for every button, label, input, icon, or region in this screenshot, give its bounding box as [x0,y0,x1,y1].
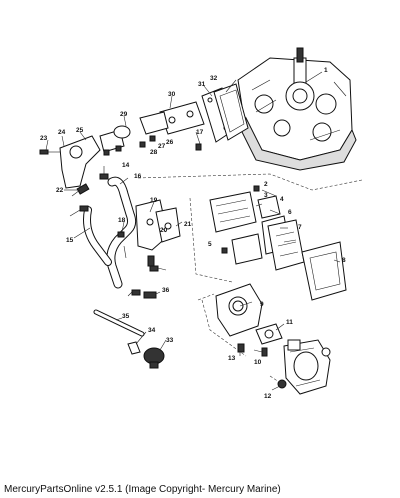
copyright-footer: MercuryPartsOnline v2.5.1 (Image Copyrig… [4,484,281,495]
callout-9: 9 [260,301,264,308]
callout-24: 24 [58,129,66,136]
hose-clamps-14 [79,173,159,296]
callout-32: 32 [210,75,218,82]
hose-15 [83,206,112,266]
plate-assembly-30 [139,101,205,135]
sensor-22 [71,183,90,197]
mounting-bracket [117,199,181,267]
fuel-filter-33 [143,347,165,369]
callout-31: 31 [198,81,206,88]
callout-16: 16 [134,173,142,180]
callout-23: 23 [40,135,48,142]
callout-19: 19 [150,197,158,204]
callout-2: 2 [264,181,268,188]
callout-11: 11 [286,319,293,326]
exploded-parts-diagram: 1 2 3 4 5 6 7 8 9 10 11 12 13 14 15 16 1… [39,47,363,400]
callout-30: 30 [168,91,176,98]
fuel-line-35 [93,309,145,337]
fitting-36 [143,291,157,299]
thermostat-housing [39,125,131,189]
callout-12: 12 [264,393,272,400]
callout-27: 27 [158,143,166,150]
fuel-filter-34 [127,341,141,355]
callout-36: 36 [162,287,170,294]
callout-13: 13 [228,355,236,362]
callout-3: 3 [264,192,268,199]
callout-29: 29 [120,111,128,118]
callout-22: 22 [56,187,64,194]
callout-6: 6 [288,209,292,216]
callout-33: 33 [166,337,174,344]
callout-15: 15 [66,237,74,244]
callout-34: 34 [148,327,156,334]
callout-10: 10 [254,359,262,366]
callout-labels: 1 2 3 4 5 6 7 8 9 10 11 12 13 14 15 16 1… [40,67,346,400]
callout-20: 20 [160,227,168,234]
powerhead-block [237,47,357,171]
leader-lines [45,71,341,391]
callout-7: 7 [298,224,302,231]
callout-17: 17 [196,129,204,136]
callout-5: 5 [208,241,212,248]
gasket-11 [255,323,283,345]
callout-26: 26 [166,139,174,146]
callout-28: 28 [150,149,158,156]
intake-manifold-9 [215,283,263,337]
callout-35: 35 [122,313,130,320]
hose-16 [106,176,137,289]
carburetor [283,339,331,395]
callout-4: 4 [280,196,284,203]
callout-25: 25 [76,127,84,134]
callout-14a: 14 [122,162,130,169]
gasket-32 [213,83,249,141]
reed-block-assembly [209,185,347,301]
callout-8: 8 [342,257,346,264]
callout-18: 18 [118,217,126,224]
fasteners-lower [237,343,287,389]
callout-1: 1 [324,67,328,74]
fasteners-upper [103,135,202,156]
callout-21: 21 [184,221,192,228]
